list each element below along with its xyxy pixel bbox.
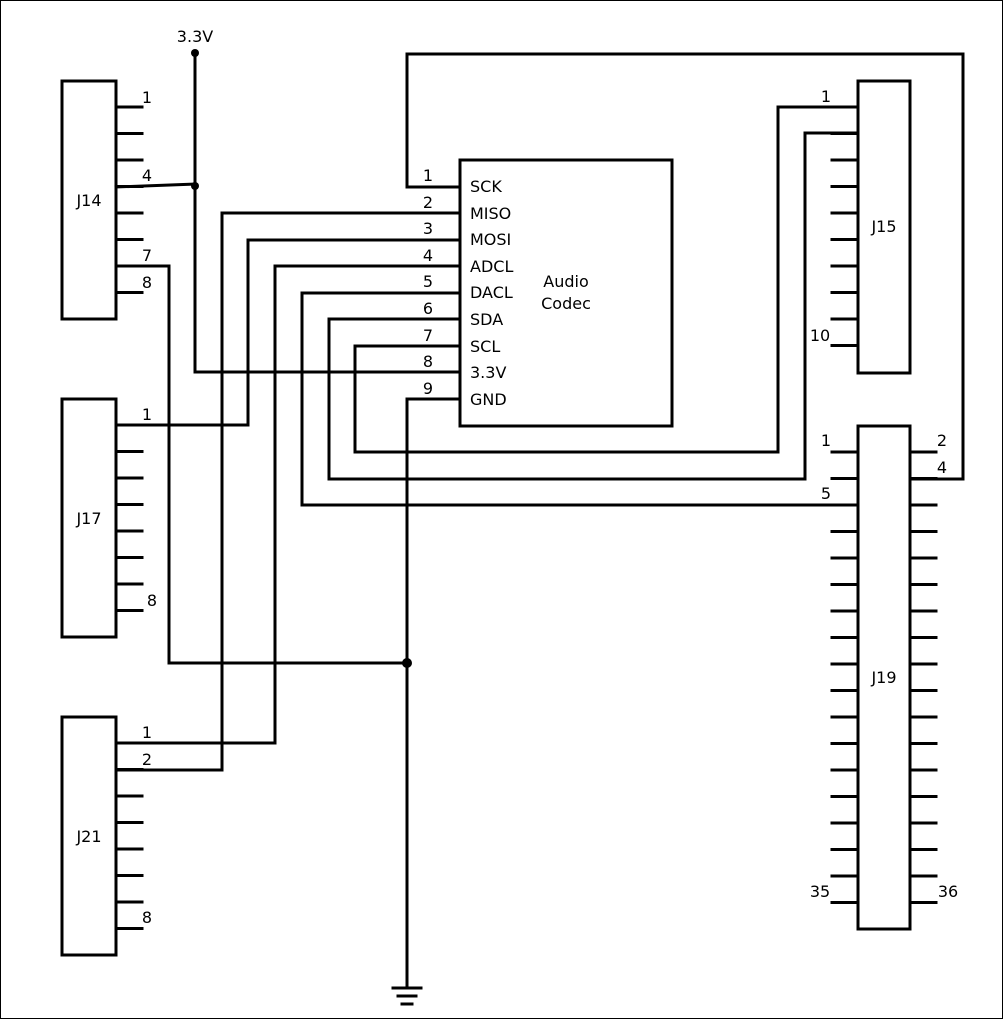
power-label: 3.3V: [177, 27, 213, 46]
pin-number: 1: [142, 88, 152, 107]
header-j21: J21 1 2 8: [60, 715, 152, 957]
pin-number: 35: [810, 882, 830, 901]
pin-number: 8: [142, 908, 152, 927]
pin-number: 1: [142, 723, 152, 742]
pin-number: 5: [821, 484, 831, 503]
codec-pin-number: 8: [423, 352, 433, 371]
wire-adcl: [114, 264, 462, 745]
pin-number: 36: [938, 882, 958, 901]
codec-pin-name: GND: [470, 390, 507, 409]
header-name: J19: [870, 668, 896, 687]
pin-number: 1: [821, 87, 831, 106]
header-j14: J14 1 4 7 8: [60, 79, 152, 321]
codec-pin-name: DACL: [470, 283, 513, 302]
pin-number: 1: [142, 405, 152, 424]
header-j17: J17 1 8: [60, 397, 157, 639]
codec-pin-name: MISO: [470, 204, 511, 223]
pin-number: 4: [142, 166, 152, 185]
codec-pin-name: MOSI: [470, 230, 511, 249]
wire-j14-pin4-3v3: [114, 182, 197, 189]
header-name: J15: [870, 217, 896, 236]
codec-pin-number: 5: [423, 272, 433, 291]
wire-gnd: [405, 397, 462, 990]
pin-number: 2: [142, 750, 152, 769]
header-name: J17: [75, 509, 101, 528]
wires: [114, 52, 965, 990]
codec-pin-name: SCK: [470, 177, 502, 196]
codec-name-line1: Audio: [543, 272, 588, 291]
pin-number: 10: [810, 326, 830, 345]
wire-scl: [353, 105, 860, 454]
wire-mosi: [114, 238, 462, 427]
pin-number: 1: [821, 431, 831, 450]
ground-icon: [391, 986, 423, 1006]
wire-sck: [405, 52, 965, 481]
pin-number: 2: [937, 431, 947, 450]
header-j15: J15 1 10: [810, 79, 912, 375]
wire-sda: [327, 131, 860, 481]
codec-pin-number: 7: [423, 326, 433, 345]
wire-dacl: [300, 291, 860, 507]
audio-codec-chip: Audio Codec SCK MISO MOSI ADCL DACL SDA …: [423, 158, 674, 428]
header-name: J14: [75, 191, 101, 210]
codec-pin-number: 2: [423, 193, 433, 212]
codec-name-line2: Codec: [541, 294, 591, 313]
codec-pin-number: 9: [423, 379, 433, 398]
codec-pin-number: 1: [423, 166, 433, 185]
gnd-junction: [402, 658, 412, 668]
codec-pin-number: 3: [423, 219, 433, 238]
codec-pin-name: SCL: [470, 337, 500, 356]
pin-number: 4: [937, 458, 947, 477]
pin-number: 7: [142, 246, 152, 265]
wire-j14-pin7-gnd: [114, 264, 409, 665]
codec-pin-name: 3.3V: [470, 363, 506, 382]
codec-pin-number: 6: [423, 299, 433, 318]
pin-number: 8: [147, 591, 157, 610]
codec-pin-name: SDA: [470, 310, 503, 329]
codec-pin-name: ADCL: [470, 257, 513, 276]
header-name: J21: [75, 827, 101, 846]
header-j19: J19 1 2 4 5 35 36: [810, 424, 958, 931]
wire-miso: [114, 211, 462, 772]
pin-number: 8: [142, 273, 152, 292]
codec-pin-number: 4: [423, 246, 433, 265]
header-pin-stubs: [114, 105, 938, 930]
